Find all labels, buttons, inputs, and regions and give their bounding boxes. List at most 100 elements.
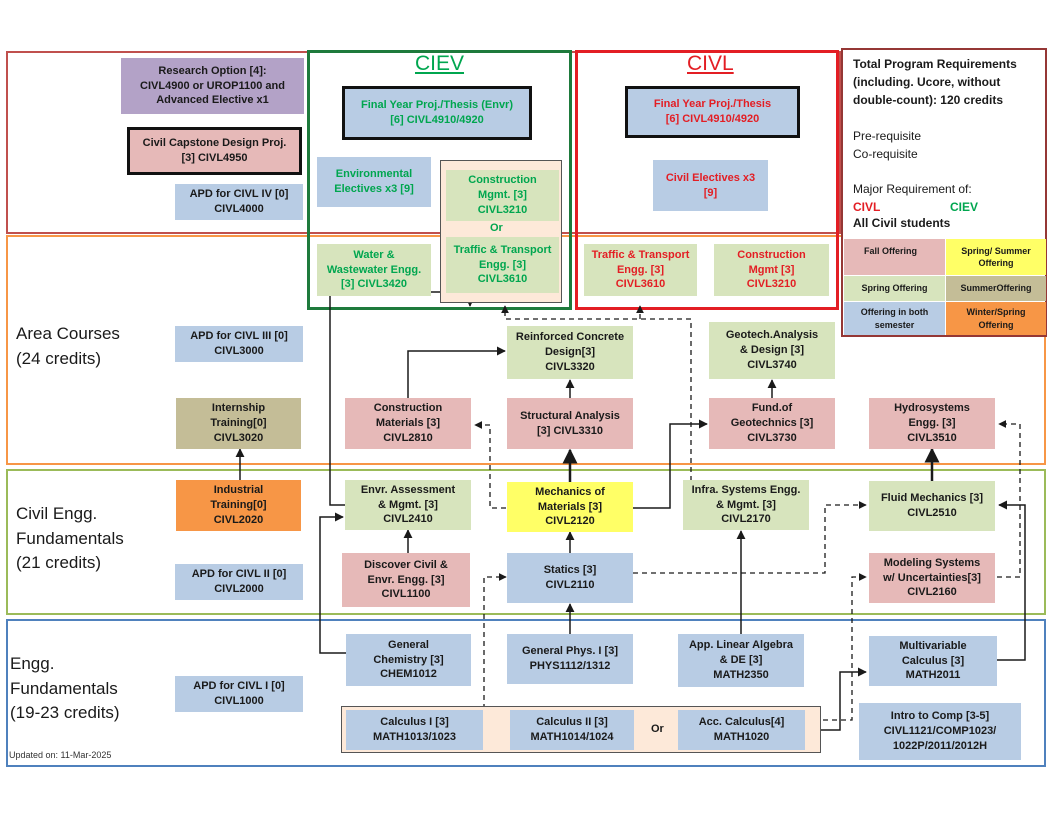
internship-line3: CIVL3020 [213, 431, 264, 444]
civil-fund-name-2: Fundamentals [16, 528, 124, 548]
discover-civil-line3: CIVL1100 [381, 588, 431, 601]
area-courses-name: Area Courses [16, 324, 120, 343]
legend-total-line1: Total Program Requirements [853, 57, 1017, 71]
capstone-line2: [3] CIVL4950 [181, 152, 248, 164]
research-option-line3: Advanced Elective x1 [156, 94, 269, 107]
env-electives-line2: Electives x3 [9] [334, 183, 414, 195]
legend-winter-spring: Winter/Spring Offering [946, 302, 1046, 335]
internship-box: Internship Training[0] CIVL3020 [176, 398, 301, 449]
civl-outline [575, 50, 839, 310]
civl-traffic-line1: Traffic & Transport [591, 248, 690, 261]
engg-fund-label: Engg. Fundamentals (19-23 credits) [10, 652, 120, 726]
env-electives-box: Environmental Electives x3 [9] [317, 157, 431, 207]
civl-construction-line2: Mgmt [3] [748, 263, 795, 276]
civl-traffic-box: Traffic & Transport Engg. [3] CIVL3610 [584, 244, 697, 296]
civl-fyp-line2: [6] CIVL4910/4920 [665, 113, 760, 125]
mechanics-materials-line3: CIVL2120 [545, 515, 595, 528]
fund-geotechnics-line3: CIVL3730 [747, 431, 797, 444]
ciev-construction-line2: Mgmt. [3] [478, 189, 527, 202]
construction-materials-box: Construction Materials [3] CIVL2810 [345, 398, 471, 449]
engg-fund-credits: (19-23 credits) [10, 703, 120, 723]
water-line1: Water & [353, 248, 395, 261]
calculus-2-line2: MATH1014/1024 [530, 731, 614, 743]
legend-total-line2: (including. Ucore, without [853, 75, 1001, 89]
civl-title: CIVL [687, 52, 734, 75]
calculus-1-line1: Calculus I [3] [380, 716, 449, 729]
civil-fund-label: Civil Engg. Fundamentals (21 credits) [16, 502, 124, 576]
general-chemistry-line3: CHEM1012 [380, 668, 437, 681]
ciev-outline [307, 50, 572, 310]
civl-traffic-line3: CIVL3610 [615, 278, 666, 291]
hydrosystems-box: Hydrosystems Engg. [3] CIVL3510 [869, 398, 995, 449]
linear-algebra-line3: MATH2350 [713, 668, 769, 681]
ciev-construction-box: Construction Mgmt. [3] CIVL3210 [446, 170, 559, 221]
multivariable-line2: Calculus [3] [901, 654, 965, 667]
modeling-systems-box: Modeling Systems w/ Uncertainties[3] CIV… [869, 553, 995, 603]
apd2-box: APD for CIVL II [0] CIVL2000 [175, 564, 303, 600]
general-physics-line2: PHYS1112/1312 [529, 660, 611, 672]
reinforced-concrete-line1: Reinforced Concrete [515, 331, 625, 344]
legend-civl: CIVL [853, 200, 881, 214]
research-option-box: Research Option [4]: CIVL4900 or UROP110… [121, 58, 304, 114]
civl-construction-line3: CIVL3210 [746, 278, 797, 291]
multivariable-line3: MATH2011 [905, 669, 961, 682]
legend-all-civil: All Civil students [853, 216, 951, 230]
apd3-box: APD for CIVL III [0] CIVL3000 [175, 326, 303, 362]
ciev-construction-line1: Construction [468, 174, 537, 187]
apd3-line1: APD for CIVL III [0] [190, 330, 288, 343]
geotech-design-line3: CIVL3740 [747, 358, 797, 371]
infra-systems-box: Infra. Systems Engg. & Mgmt. [3] CIVL217… [683, 480, 809, 530]
legend-summer-text: SummerOffering [960, 283, 1032, 294]
fund-geotechnics-line2: Geotechnics [3] [730, 417, 814, 430]
legend-total: Total Program Requirements (including. U… [853, 55, 1017, 109]
fluid-mechanics-line1: Fluid Mechanics [3] [880, 492, 984, 505]
updated-date: Updated on: 11-Mar-2025 [9, 750, 112, 760]
apd4-box: APD for CIVL IV [0] CIVL4000 [175, 184, 303, 220]
engg-fund-name-2: Fundamentals [10, 678, 118, 698]
acc-calculus-line1: Acc. Calculus[4] [698, 716, 785, 729]
civil-fund-credits: (21 credits) [16, 553, 102, 573]
modeling-systems-line3: CIVL2160 [907, 586, 957, 599]
civil-fund-name-1: Civil Engg. [16, 504, 98, 523]
reinforced-concrete-box: Reinforced Concrete Design[3] CIVL3320 [507, 326, 633, 379]
legend-spring-summer: Spring/ Summer Offering [946, 239, 1046, 275]
linear-algebra-line2: & DE [3] [719, 654, 763, 667]
envr-assessment-line2: & Mgmt. [3] [378, 498, 438, 511]
general-chemistry-box: General Chemistry [3] CHEM1012 [346, 634, 471, 686]
civl-electives-line2: [9] [703, 186, 718, 199]
acc-calculus-box: Acc. Calculus[4] MATH1020 [678, 710, 805, 750]
general-chemistry-line2: Chemistry [3] [373, 653, 444, 666]
reinforced-concrete-line2: Design[3] [544, 346, 596, 359]
legend-coreq: Co-requisite [853, 147, 918, 161]
engg-fund-name-1: Engg. [10, 654, 55, 673]
apd2-line2: CIVL2000 [214, 583, 264, 595]
geotech-design-line2: & Design [3] [739, 344, 805, 357]
legend-panel: Total Program Requirements (including. U… [841, 48, 1047, 337]
capstone-line1: Civil Capstone Design Proj. [142, 137, 287, 150]
civl-construction-line1: Construction [737, 248, 806, 261]
industrial-training-line2: Training[0] [210, 499, 267, 512]
legend-prereq: Pre-requisite [853, 129, 922, 143]
ciev-traffic-line1: Traffic & Transport [453, 243, 552, 256]
civl-fyp-box: Final Year Proj./Thesis [6] CIVL4910/492… [625, 86, 800, 138]
structural-analysis-line1: Structural Analysis [520, 409, 620, 422]
modeling-systems-line1: Modeling Systems [883, 556, 981, 569]
water-box: Water & Wastewater Engg. [3] CIVL3420 [317, 244, 431, 296]
area-courses-label: Area Courses (24 credits) [16, 322, 120, 371]
legend-spring: Spring Offering [844, 276, 945, 301]
calculus-1-box: Calculus I [3] MATH1013/1023 [346, 710, 483, 750]
civl-fyp-line1: Final Year Proj./Thesis [653, 98, 772, 111]
envr-assessment-line3: CIVL2410 [383, 513, 433, 526]
intro-comp-line1: Intro to Comp [3-5] [890, 710, 990, 723]
statics-line1: Statics [3] [543, 564, 597, 577]
acc-calculus-line2: MATH1020 [713, 731, 770, 743]
infra-systems-line1: Infra. Systems Engg. [691, 483, 801, 496]
apd3-line2: CIVL3000 [214, 345, 264, 357]
ciev-fyp-line1: Final Year Proj./Thesis (Envr) [360, 99, 514, 112]
ciev-traffic-line3: CIVL3610 [477, 273, 528, 286]
mechanics-materials-box: Mechanics of Materials [3] CIVL2120 [507, 482, 633, 532]
legend-fall: Fall Offering [844, 239, 945, 275]
legend-spring-text: Spring Offering [861, 283, 928, 294]
industrial-training-line3: CIVL2020 [213, 513, 264, 526]
capstone-box: Civil Capstone Design Proj. [3] CIVL4950 [127, 127, 302, 175]
